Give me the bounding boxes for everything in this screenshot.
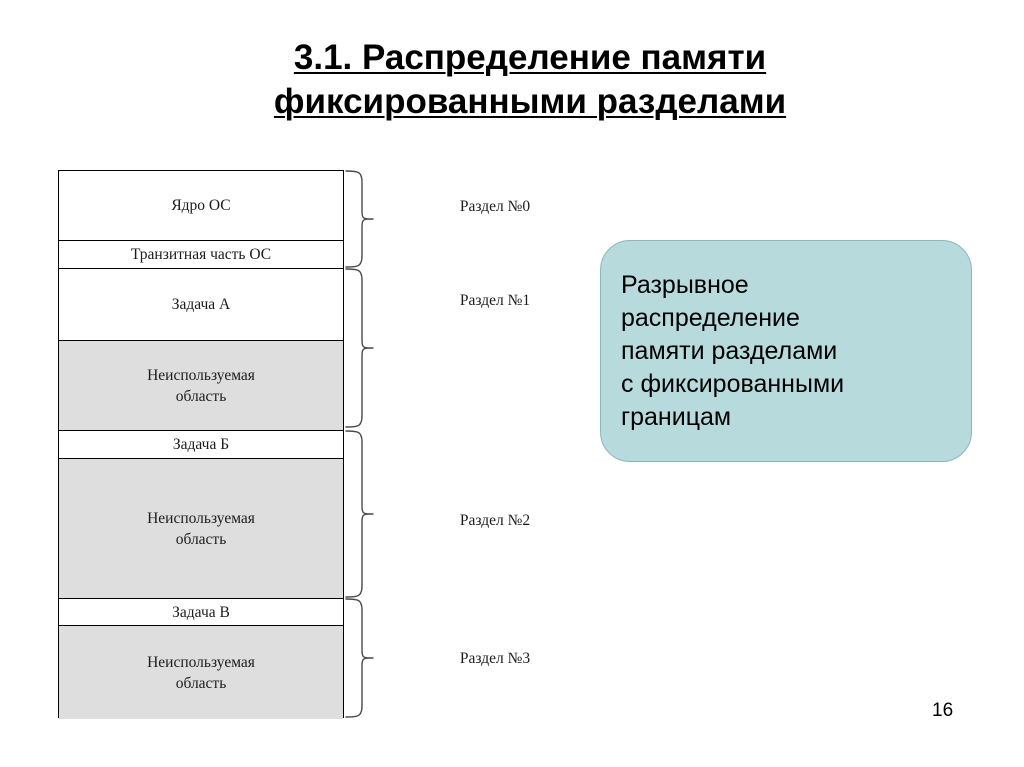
partition-brace <box>344 268 374 428</box>
memory-block: Ядро ОС <box>59 171 343 241</box>
memory-block-label: Задача В <box>172 603 230 621</box>
brace-glyph <box>345 430 374 598</box>
callout-box: Разрывное распределение памяти разделами с … <box>600 240 972 462</box>
partition-brace <box>344 170 374 268</box>
partition-label: Раздел №0 <box>459 198 531 215</box>
memory-block-label-line2: область <box>175 387 227 405</box>
page-title-line-2: фиксированными разделами <box>273 82 787 121</box>
memory-block-label: Ядро ОС <box>171 197 231 214</box>
partition-brace <box>344 598 374 718</box>
memory-block-label-line2: область <box>175 674 227 692</box>
memory-map-diagram: Ядро ОС Транзитная часть ОС Задача А Неиспо… <box>58 170 344 719</box>
memory-block-label: Задача Б <box>172 436 230 453</box>
memory-block-label-line2: область <box>175 530 227 548</box>
memory-block: Транзитная часть ОС <box>59 241 343 269</box>
memory-block: Задача Б <box>59 431 343 459</box>
brace-glyph <box>345 170 374 268</box>
callout-text-line: с фиксированными <box>621 369 845 398</box>
brace-glyph <box>345 598 374 718</box>
page-title: 3.1. Распределение памяти фиксированными… <box>130 36 930 124</box>
callout-text: Разрывное распределение памяти разделами с … <box>601 269 862 434</box>
callout-text-line: границам <box>621 402 732 431</box>
page-title-line-1: 3.1. Распределение памяти <box>293 38 767 77</box>
brace-glyph <box>345 268 374 428</box>
memory-block-label: Транзитная часть ОС <box>130 246 272 263</box>
callout-text-line: памяти разделами <box>621 336 838 365</box>
memory-block-label: Задача А <box>171 296 231 313</box>
memory-block: Задача В <box>59 599 343 626</box>
partition-label: Раздел №1 <box>459 292 531 309</box>
partition-label: Раздел №3 <box>459 650 531 667</box>
page-number: 16 <box>932 700 954 721</box>
partition-brace <box>344 430 374 598</box>
callout-text-line: Разрывное <box>621 270 749 299</box>
memory-block: Задача А <box>59 269 343 341</box>
partition-label: Раздел №2 <box>459 512 531 529</box>
callout-text-line: распределение <box>621 303 800 332</box>
